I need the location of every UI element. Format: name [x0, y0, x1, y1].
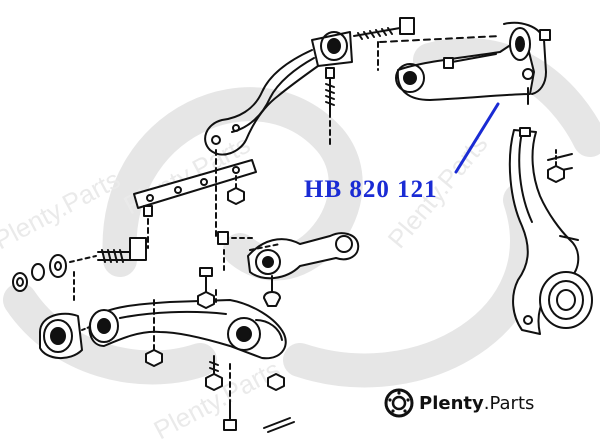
steering-knuckle — [508, 129, 593, 335]
strut-brace — [133, 159, 257, 249]
lower-arm-bolts — [145, 299, 295, 433]
upper-strut-bolt — [353, 17, 415, 40]
vertical-bolt — [325, 67, 335, 113]
label-leader-line — [454, 102, 500, 174]
bracket-bolt — [197, 231, 281, 309]
part-number-label: HB 820 121 — [304, 176, 438, 203]
upper-control-arm — [395, 21, 547, 105]
upper-strut-rod — [204, 31, 353, 156]
brand-tld: Parts — [489, 392, 535, 414]
brake-disc-icon — [384, 388, 414, 418]
washers — [12, 254, 97, 301]
lower-control-arm — [88, 299, 287, 360]
knuckle-nut — [519, 127, 565, 183]
brand-logo[interactable]: Plenty.Parts — [384, 388, 535, 418]
lower-bushing — [39, 312, 93, 359]
brand-name: Plenty — [419, 392, 484, 414]
brand-dot: . — [483, 392, 490, 414]
dashed-guides — [215, 41, 379, 303]
long-bolt — [97, 237, 147, 263]
upper-arm-bolt — [379, 29, 551, 69]
